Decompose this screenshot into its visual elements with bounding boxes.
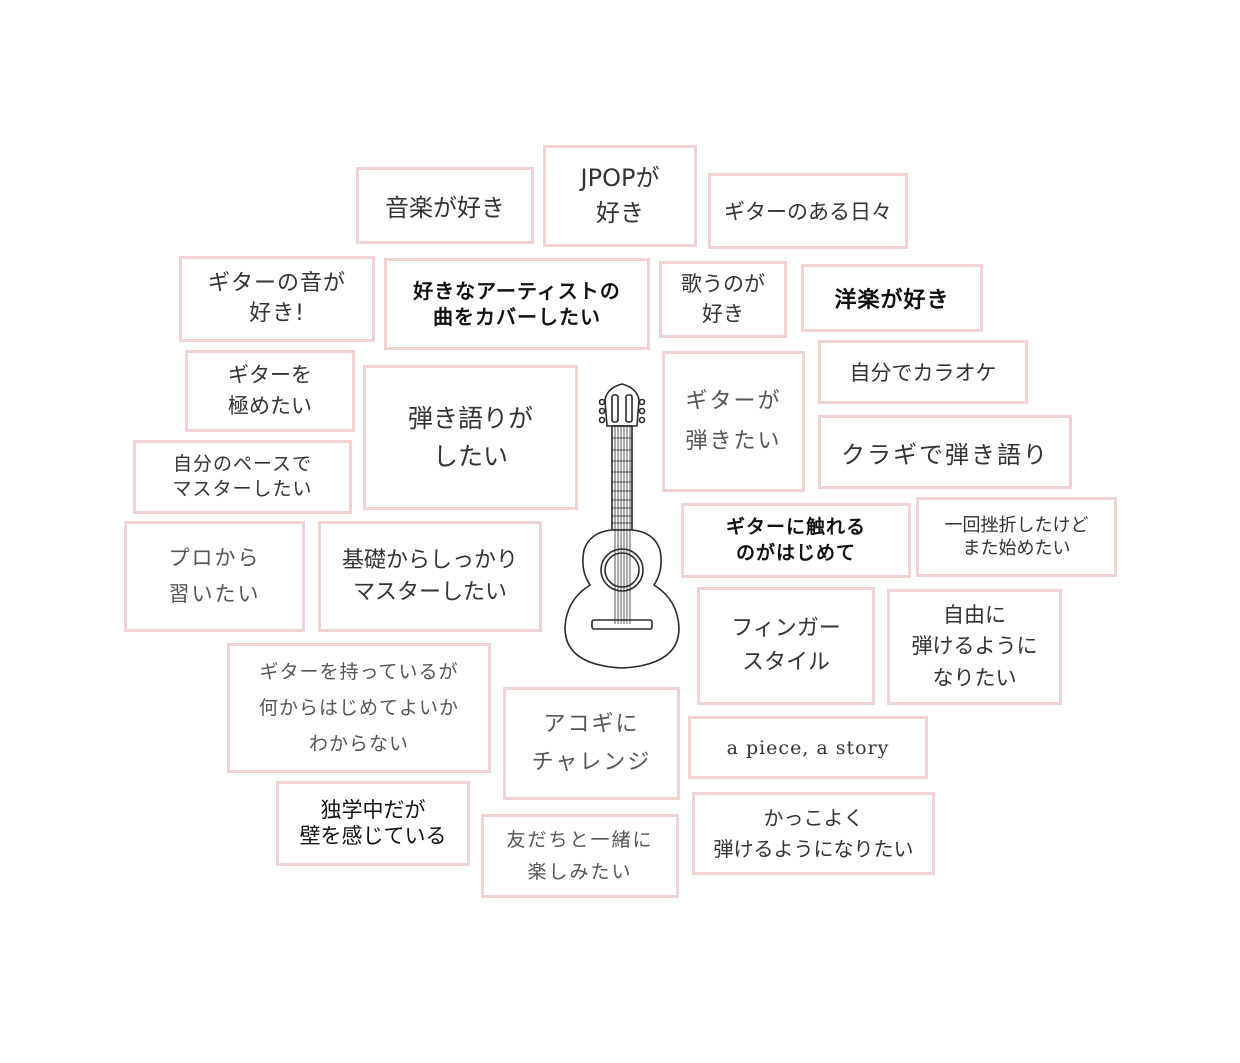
card-play-freely: 自由に 弾けるように なりたい <box>887 589 1062 705</box>
card-a-piece-a-story: a piece, a story <box>688 716 928 779</box>
card-classical-guitar-sing: クラギで弾き語り <box>818 415 1072 489</box>
card-singing-love: 歌うのが 好き <box>659 261 787 338</box>
card-music-love: 音楽が好き <box>356 167 534 244</box>
card-self-taught-wall: 独学中だが 壁を感じている <box>276 781 470 866</box>
card-play-and-sing: 弾き語りが したい <box>363 365 578 510</box>
guitar-headstock-slot-left <box>611 394 619 423</box>
card-jpop-love: JPOPが 好き <box>543 145 697 247</box>
card-learn-from-pro: プロから 習いたい <box>124 521 305 632</box>
card-western-music-love: 洋楽が好き <box>801 264 983 332</box>
acoustic-guitar-icon <box>564 383 680 669</box>
guitar-sound-hole <box>600 548 644 592</box>
card-restart-after-quit: 一回挫折したけど また始めたい <box>916 497 1117 577</box>
guitar-headstock-slot-right <box>625 394 633 423</box>
guitar-headstock <box>604 383 640 427</box>
card-days-with-guitar: ギターのある日々 <box>708 173 908 249</box>
card-cover-artist: 好きなアーティストの 曲をカバーしたい <box>384 258 650 350</box>
card-finger-style: フィンガー スタイル <box>697 587 875 705</box>
card-enjoy-with-friends: 友だちと一緒に 楽しみたい <box>481 814 679 898</box>
card-want-to-play: ギターが 弾きたい <box>662 351 805 492</box>
card-basics-mastery: 基礎からしっかり マスターしたい <box>318 521 542 632</box>
card-acoustic-challenge: アコギに チャレンジ <box>503 687 680 800</box>
card-first-time-guitar: ギターに触れる のがはじめて <box>681 503 911 578</box>
card-self-karaoke: 自分でカラオケ <box>818 340 1028 404</box>
guitar-body <box>564 529 680 669</box>
card-play-cool: かっこよく 弾けるようになりたい <box>692 792 935 875</box>
card-guitar-sound-love: ギターの音が 好き! <box>179 256 375 342</box>
card-own-pace: 自分のペースで マスターしたい <box>133 440 352 514</box>
guitar-bridge <box>591 619 653 630</box>
card-where-to-start: ギターを持っているが 何からはじめてよいか わからない <box>227 643 491 773</box>
card-master-guitar: ギターを 極めたい <box>185 350 355 432</box>
